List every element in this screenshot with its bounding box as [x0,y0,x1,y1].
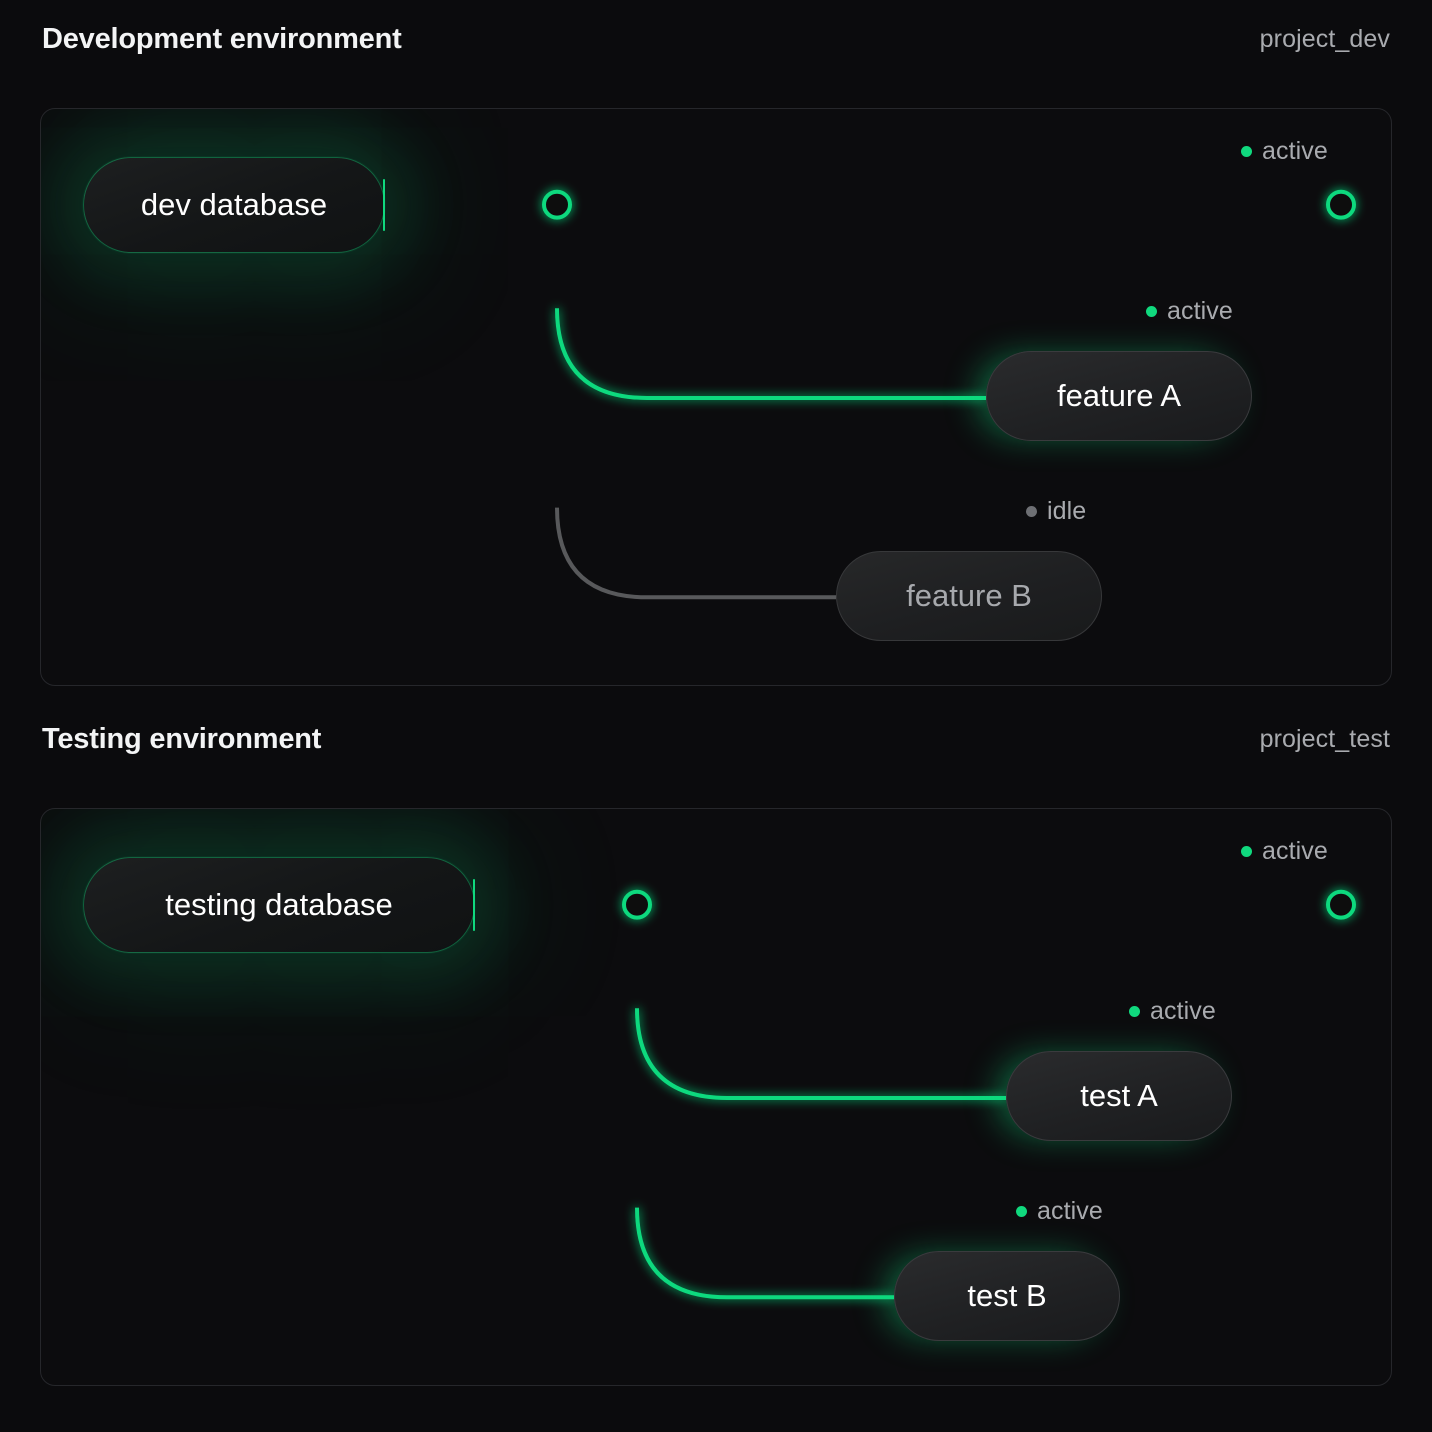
node-test-b[interactable]: test B [894,1251,1120,1341]
status-label: active [1262,137,1328,165]
page-title-test: Testing environment [42,722,322,755]
status-dot-icon [1241,846,1252,857]
status-badge-feature-b: idle [1026,497,1086,526]
status-dot-icon [1026,506,1037,517]
project-label-test: project_test [1259,724,1390,753]
node-dev-database-label: dev database [140,187,328,222]
status-badge-test-trunk: active [1241,837,1328,866]
status-dot-icon [1129,1006,1140,1017]
page-title-dev: Development environment [42,22,402,55]
section-header-test: Testing environment project_test [0,700,1432,778]
connection-canvas-dev [41,109,1391,685]
status-label: idle [1047,497,1087,525]
node-test-a-label: test A [1080,1078,1158,1113]
status-label: active [1167,297,1233,325]
node-test-b-label: test B [967,1278,1047,1313]
graph-panel-test: testing database active active test A ac… [40,808,1392,1386]
status-badge-test-b: active [1016,1197,1103,1226]
graph-panel-dev: dev database active active feature A idl… [40,108,1392,686]
status-label: active [1037,1197,1103,1225]
node-feature-b[interactable]: feature B [836,551,1102,641]
node-feature-a-label: feature A [1056,378,1182,413]
connection-canvas-test [41,809,1391,1385]
node-test-a[interactable]: test A [1006,1051,1232,1141]
status-badge-feature-a: active [1146,297,1233,326]
section-header-dev: Development environment project_dev [0,0,1432,78]
project-label-dev: project_dev [1259,24,1390,53]
status-label: active [1262,837,1328,865]
node-feature-a[interactable]: feature A [986,351,1252,441]
status-badge-test-a: active [1129,997,1216,1026]
node-feature-b-label: feature B [906,578,1032,613]
status-dot-icon [1016,1206,1027,1217]
section-testing-environment: Testing environment project_test [0,700,1432,1386]
status-badge-dev-trunk: active [1241,137,1328,166]
node-dev-database[interactable]: dev database [83,157,385,253]
status-dot-icon [1146,306,1157,317]
section-development-environment: Development environment project_dev [0,0,1432,686]
node-testing-database[interactable]: testing database [83,857,475,953]
node-testing-database-label: testing database [165,887,393,922]
status-dot-icon [1241,146,1252,157]
status-label: active [1150,997,1216,1025]
